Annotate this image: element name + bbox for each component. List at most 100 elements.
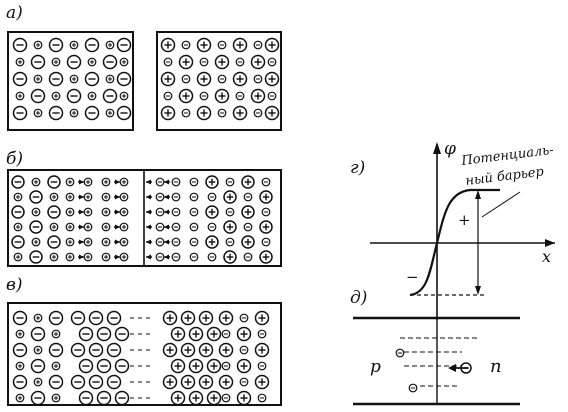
electron-carrier bbox=[267, 57, 277, 67]
label-b: б) bbox=[6, 149, 23, 169]
hole-carrier bbox=[83, 207, 93, 217]
hole-carrier bbox=[105, 108, 115, 118]
negative-ion bbox=[106, 374, 122, 390]
positive-ion bbox=[259, 220, 273, 234]
hole-carrier bbox=[33, 108, 43, 118]
diffusion-arrow bbox=[146, 254, 152, 260]
negative-ion bbox=[12, 37, 28, 53]
label-v: в) bbox=[6, 275, 23, 295]
negative-ion bbox=[78, 326, 94, 342]
electron-carrier bbox=[253, 40, 263, 50]
negative-ion bbox=[116, 37, 132, 53]
diffusion-arrow bbox=[164, 254, 170, 260]
hole-carrier bbox=[51, 57, 61, 67]
electron-carrier bbox=[267, 91, 277, 101]
negative-ion bbox=[70, 374, 86, 390]
diffusion-arrow bbox=[78, 254, 84, 260]
hole-carrier bbox=[119, 237, 129, 247]
hole-carrier bbox=[31, 237, 41, 247]
positive-ion bbox=[196, 105, 212, 121]
positive-ion bbox=[259, 190, 273, 204]
hole-carrier bbox=[51, 361, 61, 371]
p-region-label: p bbox=[370, 357, 381, 377]
electron-carrier bbox=[235, 91, 245, 101]
positive-ion bbox=[241, 175, 255, 189]
diffusion-arrow bbox=[164, 179, 170, 185]
potential-graph: φ x + − Потенциаль- ный барьер bbox=[370, 139, 555, 320]
negative-ion bbox=[66, 54, 82, 70]
diffusion-arrow bbox=[164, 209, 170, 215]
negative-ion bbox=[12, 374, 28, 390]
negative-ion bbox=[70, 342, 86, 358]
positive-ion bbox=[178, 54, 194, 70]
negative-ion bbox=[48, 105, 64, 121]
barrier-pointer bbox=[481, 191, 521, 218]
hole-carrier bbox=[119, 252, 129, 262]
electron-carrier bbox=[171, 192, 181, 202]
negative-ion bbox=[29, 190, 43, 204]
hole-carrier bbox=[101, 222, 111, 232]
electron-carrier bbox=[207, 192, 217, 202]
diffusion-arrow bbox=[146, 224, 152, 230]
y-axis-symbol: φ bbox=[444, 139, 456, 159]
positive-ion bbox=[180, 374, 196, 390]
positive-ion bbox=[232, 105, 248, 121]
electron-carrier bbox=[257, 393, 267, 403]
negative-ion bbox=[88, 342, 104, 358]
hole-carrier bbox=[33, 40, 43, 50]
hole-carrier bbox=[15, 91, 25, 101]
positive-ion bbox=[214, 88, 230, 104]
positive-ion bbox=[205, 235, 219, 249]
diffusion-arrow bbox=[78, 194, 84, 200]
y-axis-arrow-icon bbox=[433, 142, 441, 154]
hole-carrier bbox=[105, 74, 115, 84]
electron-carrier bbox=[171, 207, 181, 217]
diffusion-arrow bbox=[78, 239, 84, 245]
hole-carrier bbox=[83, 192, 93, 202]
electron-carrier bbox=[155, 192, 165, 202]
positive-ion bbox=[250, 54, 266, 70]
negative-ion bbox=[30, 358, 46, 374]
electron-carrier bbox=[221, 329, 231, 339]
crystal-p-box bbox=[7, 31, 134, 131]
label-g: г) bbox=[350, 158, 365, 178]
electron-carrier bbox=[181, 40, 191, 50]
electron-carrier bbox=[155, 237, 165, 247]
positive-ion bbox=[196, 71, 212, 87]
hole-carrier bbox=[83, 252, 93, 262]
electron-carrier bbox=[225, 177, 235, 187]
electron-carrier bbox=[408, 383, 418, 393]
electron-carrier bbox=[155, 222, 165, 232]
positive-ion bbox=[236, 390, 252, 406]
hole-carrier bbox=[13, 252, 23, 262]
diffusion-arrow bbox=[164, 239, 170, 245]
negative-ion bbox=[30, 54, 46, 70]
plus-sign: + bbox=[458, 211, 471, 229]
negative-ion bbox=[116, 105, 132, 121]
diffusion-arrow bbox=[146, 239, 152, 245]
positive-ion bbox=[188, 326, 204, 342]
positive-ion bbox=[214, 54, 230, 70]
hole-carrier bbox=[49, 252, 59, 262]
negative-ion bbox=[114, 390, 130, 406]
p-crystal-lattice bbox=[12, 37, 132, 121]
hole-carrier bbox=[101, 192, 111, 202]
negative-ion bbox=[47, 175, 61, 189]
hole-carrier bbox=[87, 57, 97, 67]
band-charges bbox=[395, 348, 472, 393]
electron-carrier bbox=[239, 377, 249, 387]
electron-carrier bbox=[261, 237, 271, 247]
electron-carrier bbox=[171, 222, 181, 232]
negative-ion bbox=[84, 37, 100, 53]
hole-carrier bbox=[87, 91, 97, 101]
electron-carrier bbox=[155, 207, 165, 217]
hole-carrier bbox=[83, 222, 93, 232]
hole-carrier bbox=[65, 252, 75, 262]
electron-carrier bbox=[235, 57, 245, 67]
diffusion-arrow bbox=[114, 224, 120, 230]
negative-ion bbox=[48, 71, 64, 87]
hole-carrier bbox=[31, 207, 41, 217]
negative-ion bbox=[78, 358, 94, 374]
electron-carrier bbox=[155, 177, 165, 187]
arrow-up-icon bbox=[475, 190, 481, 199]
